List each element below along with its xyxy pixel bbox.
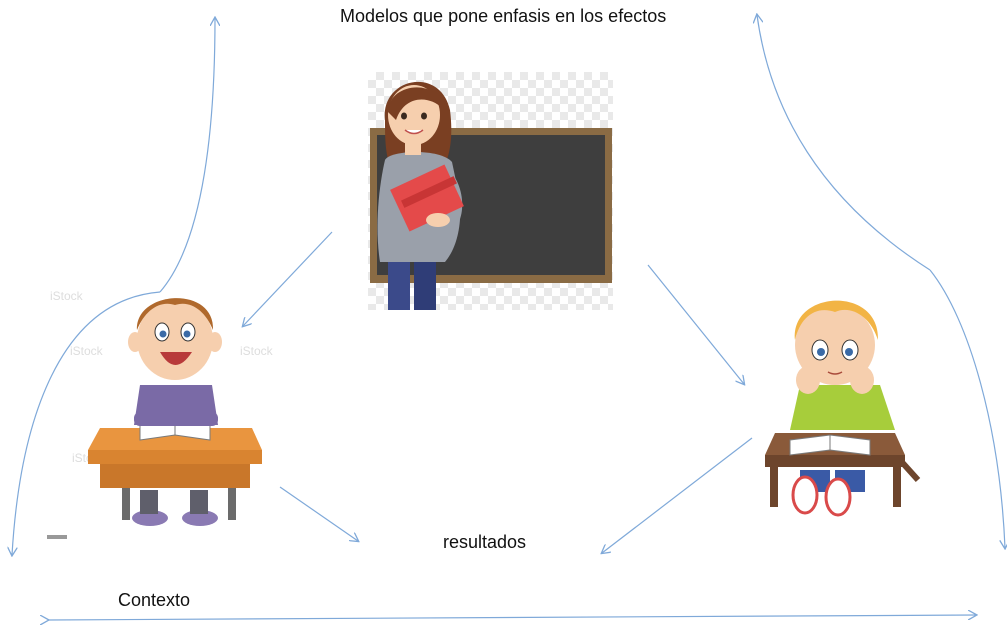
- contexto-label: Contexto: [118, 590, 191, 610]
- left-student-to-resultados-arrow: [279, 486, 358, 541]
- svg-text:iStock: iStock: [240, 344, 274, 358]
- left-arrow-up: [159, 18, 215, 293]
- left-arrow-down: [12, 291, 161, 555]
- svg-text:iStock: iStock: [70, 344, 104, 358]
- right-student-to-resultados-arrow: [602, 437, 753, 553]
- right-arrow-up: [757, 15, 931, 271]
- teacher-to-right-student-arrow: [647, 264, 744, 384]
- diagram-title: Modelos que pone enfasis en los efectos: [340, 6, 667, 26]
- contexto-double-arrow: [48, 615, 976, 620]
- right-student-image: [765, 300, 921, 517]
- left-student-image: iStock iStock iStock iStock iStock: [47, 289, 274, 539]
- watermark-text: iStock: [50, 289, 84, 303]
- arrows: [12, 15, 1005, 620]
- teacher-image: [368, 72, 613, 310]
- right-arrow-down: [929, 269, 1005, 548]
- teacher-to-left-student-arrow: [243, 231, 333, 326]
- resultados-label: resultados: [443, 532, 527, 552]
